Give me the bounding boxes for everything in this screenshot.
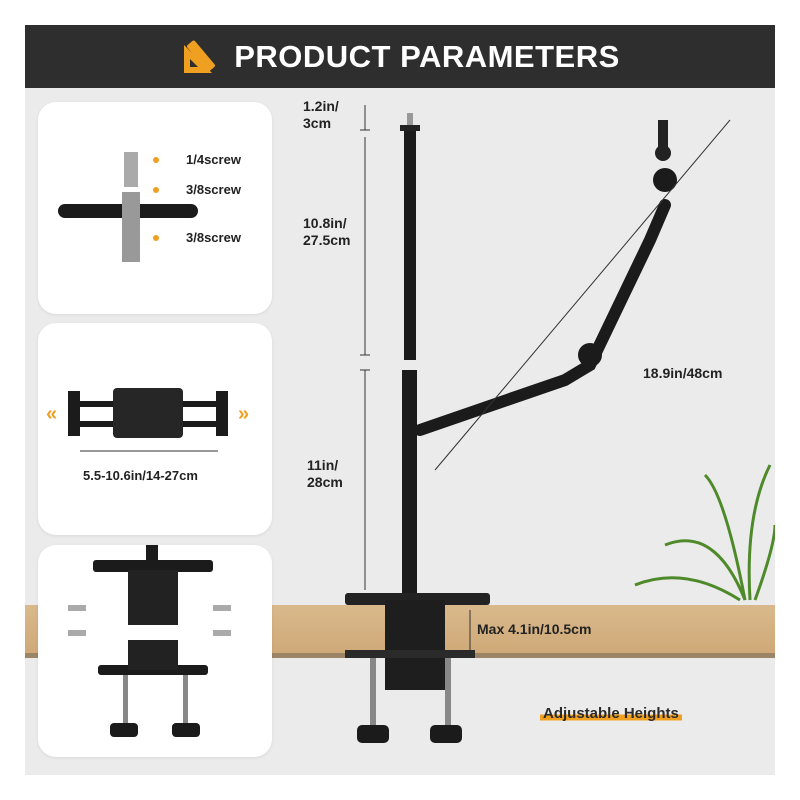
dim-lower-pole-in: 11in/ [307, 457, 339, 473]
dim-clamp-max: Max 4.1in/10.5cm [477, 621, 592, 637]
ball-head [655, 145, 671, 161]
dim-lower-pole-cm: 28cm [307, 474, 343, 490]
screw-panel: 1/4screw 3/8screw 3/8screw [38, 102, 272, 314]
clamp-bottom-plate [345, 650, 475, 658]
clamp-screw [445, 658, 451, 728]
stand-illustration [345, 105, 775, 743]
product-infographic: PRODUCT PARAMETERS 1/4screw 3/8screw 3/8… [25, 25, 775, 775]
header-bar: PRODUCT PARAMETERS [25, 25, 775, 88]
holder-range: 5.5-10.6in/14-27cm [83, 468, 198, 483]
clamp-parts-illustration [68, 545, 231, 737]
arm-joint [578, 343, 602, 367]
phone-holder-illustration: « » [46, 388, 249, 452]
dim-arm-length: 18.9in/48cm [643, 365, 723, 381]
page-title: PRODUCT PARAMETERS [234, 38, 620, 74]
clamp-knob [357, 725, 389, 743]
plant-image [634, 464, 775, 602]
svg-text:»: » [238, 403, 249, 425]
clamp-parts-panel [38, 545, 272, 757]
holder-panel: « » 5.5-10.6in/14-27cm [38, 323, 272, 535]
top-screw [407, 113, 413, 128]
svg-text:«: « [46, 403, 57, 425]
dim-upper-pole-in: 10.8in/ [303, 215, 347, 231]
dim-upper-pole-cm: 27.5cm [303, 232, 351, 248]
screw-label: 1/4screw [186, 152, 241, 167]
base-plate [345, 593, 490, 605]
screw-label: 3/8screw [186, 182, 241, 197]
clamp-screw [370, 658, 376, 728]
lower-pole [402, 370, 417, 595]
arm [414, 199, 671, 436]
dim-top-screw-in: 1.2in/ [303, 98, 339, 114]
dimension-lines [360, 105, 731, 650]
dim-top-screw-cm: 3cm [303, 115, 332, 131]
tagline: Adjustable Heights [540, 705, 682, 722]
clamp-knob [430, 725, 462, 743]
ruler-triangle-icon [184, 40, 216, 73]
upper-pole [404, 130, 416, 360]
arm-joint [653, 168, 677, 192]
clamp [385, 600, 445, 690]
screw-label: 3/8screw [186, 230, 241, 245]
pole-cap [400, 125, 420, 131]
ball-head-mount [658, 120, 668, 150]
screw-illustration [58, 152, 198, 262]
